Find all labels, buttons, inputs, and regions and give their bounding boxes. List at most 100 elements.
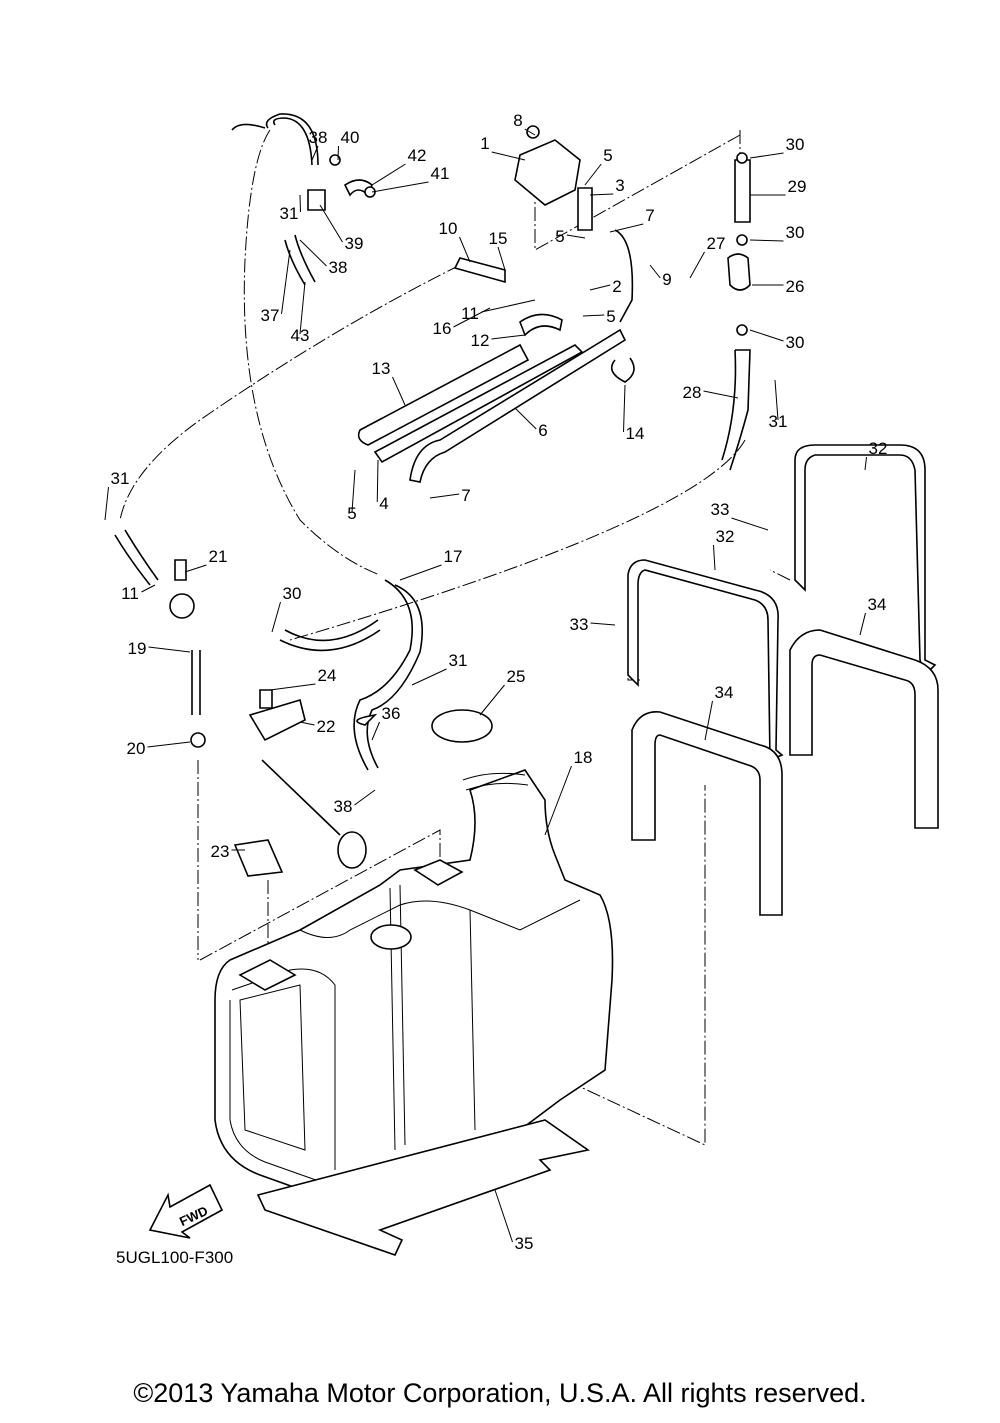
- callout-label: 20: [127, 739, 146, 758]
- callout-leader-line: [774, 379, 779, 421]
- callout-label: 35: [515, 1234, 534, 1253]
- callout-label: 39: [345, 234, 364, 253]
- callout-leader-line: [141, 584, 156, 593]
- callout-label: 5: [555, 227, 564, 246]
- callout-leader-line: [514, 407, 537, 430]
- callout-label: 30: [786, 223, 805, 242]
- callout-leader-line: [184, 564, 207, 573]
- tank-straps: [627, 444, 939, 916]
- callout-leader-line: [859, 612, 866, 636]
- callout-label: 23: [211, 842, 230, 861]
- callout-label: 38: [329, 258, 348, 277]
- callout-label: 7: [461, 486, 470, 505]
- callout-leader-line: [481, 299, 536, 313]
- callout-label: 28: [683, 383, 702, 402]
- callout-label: 32: [869, 439, 888, 458]
- copyright-notice: ©2013 Yamaha Motor Corporation, U.S.A. A…: [133, 1378, 867, 1408]
- callout-leader-line: [689, 251, 705, 279]
- diagram-code: 5UGL100-F300: [116, 1248, 233, 1267]
- callout-label: 25: [507, 667, 526, 686]
- callout-label: 34: [715, 683, 734, 702]
- callout-label: 14: [626, 424, 645, 443]
- callout-label: 21: [209, 547, 228, 566]
- callout-label: 31: [449, 651, 468, 670]
- callout-label: 9: [662, 270, 671, 289]
- callout-label: 31: [280, 204, 299, 223]
- callout-leader-line: [589, 284, 611, 291]
- callout-label: 33: [711, 500, 730, 519]
- callout-label: 26: [786, 277, 805, 296]
- callout-label: 41: [431, 164, 450, 183]
- callout-leader-line: [544, 765, 572, 836]
- callout-leader-line: [713, 544, 716, 571]
- callout-label: 3: [615, 176, 624, 195]
- callout-leader-line: [319, 204, 343, 243]
- callout-leader-line: [453, 307, 491, 328]
- callout-label: 5: [606, 307, 615, 326]
- callout-leader-line: [491, 151, 526, 161]
- callout-label: 11: [121, 584, 139, 603]
- callout-label: 10: [439, 219, 458, 238]
- callout-leader-line: [749, 152, 784, 159]
- callout-leader-line: [731, 517, 769, 531]
- callout-label: 38: [309, 128, 328, 147]
- callout-leader-line: [354, 789, 376, 806]
- callout-label: 43: [291, 326, 310, 345]
- callout-leader-line: [104, 486, 109, 521]
- callout-label: 18: [574, 748, 593, 767]
- callout-label: 6: [538, 421, 547, 440]
- callout-leader-line: [584, 163, 602, 186]
- callout-label: 17: [444, 547, 463, 566]
- callout-label: 31: [111, 469, 130, 488]
- callout-label: 5: [603, 146, 612, 165]
- callout-leader-line: [299, 194, 301, 213]
- callout-leader-line: [311, 145, 319, 161]
- callout-leader-line: [281, 249, 291, 315]
- callout-leader-line: [749, 239, 784, 242]
- callout-leader-line: [459, 236, 471, 263]
- callout-label: 32: [716, 527, 735, 546]
- callout-label: 30: [283, 584, 302, 603]
- callout-leader-line: [703, 390, 739, 399]
- callout-leader-line: [497, 246, 506, 271]
- callout-label: 8: [513, 111, 522, 130]
- callout-label: 2: [612, 277, 621, 296]
- callout-label: 12: [471, 331, 490, 350]
- callout-leader-line: [582, 314, 605, 317]
- callout-leader-line: [491, 334, 526, 340]
- callout-leader-line: [589, 193, 614, 196]
- callout-label: 33: [570, 615, 589, 634]
- callout-label: 38: [334, 797, 353, 816]
- fwd-arrow: FWD: [148, 1183, 224, 1239]
- callout-leader-line: [494, 1189, 513, 1243]
- callout-label: 42: [408, 146, 427, 165]
- callout-label: 22: [317, 717, 336, 736]
- callout-leader-line: [337, 145, 339, 161]
- callout-leader-line: [147, 741, 191, 748]
- callout-label: 27: [707, 234, 726, 253]
- callout-label: 30: [786, 333, 805, 352]
- callout-leader-line: [271, 601, 281, 633]
- callout-label: 24: [318, 666, 337, 685]
- callout-leader-line: [411, 668, 447, 686]
- small-parts: [169, 125, 751, 877]
- callout-leader-line: [392, 376, 406, 406]
- callout-label: 30: [786, 135, 805, 154]
- callout-label: 16: [433, 319, 452, 338]
- callout-leader-line: [299, 281, 306, 335]
- callout-label: 7: [645, 206, 654, 225]
- callout-leader-line: [429, 493, 460, 499]
- callout-leader-line: [148, 646, 191, 653]
- callout-label: 15: [489, 229, 508, 248]
- callout-leader-line: [566, 234, 586, 239]
- callout-label: 4: [379, 494, 388, 513]
- callout-label: 29: [788, 177, 807, 196]
- callout-label: 37: [261, 306, 280, 325]
- callout-leader-line: [649, 264, 661, 279]
- callout-leader-line: [351, 469, 356, 513]
- callout-label: 1: [480, 134, 489, 153]
- callout-label: 34: [868, 595, 887, 614]
- callout-leader-line: [299, 721, 315, 726]
